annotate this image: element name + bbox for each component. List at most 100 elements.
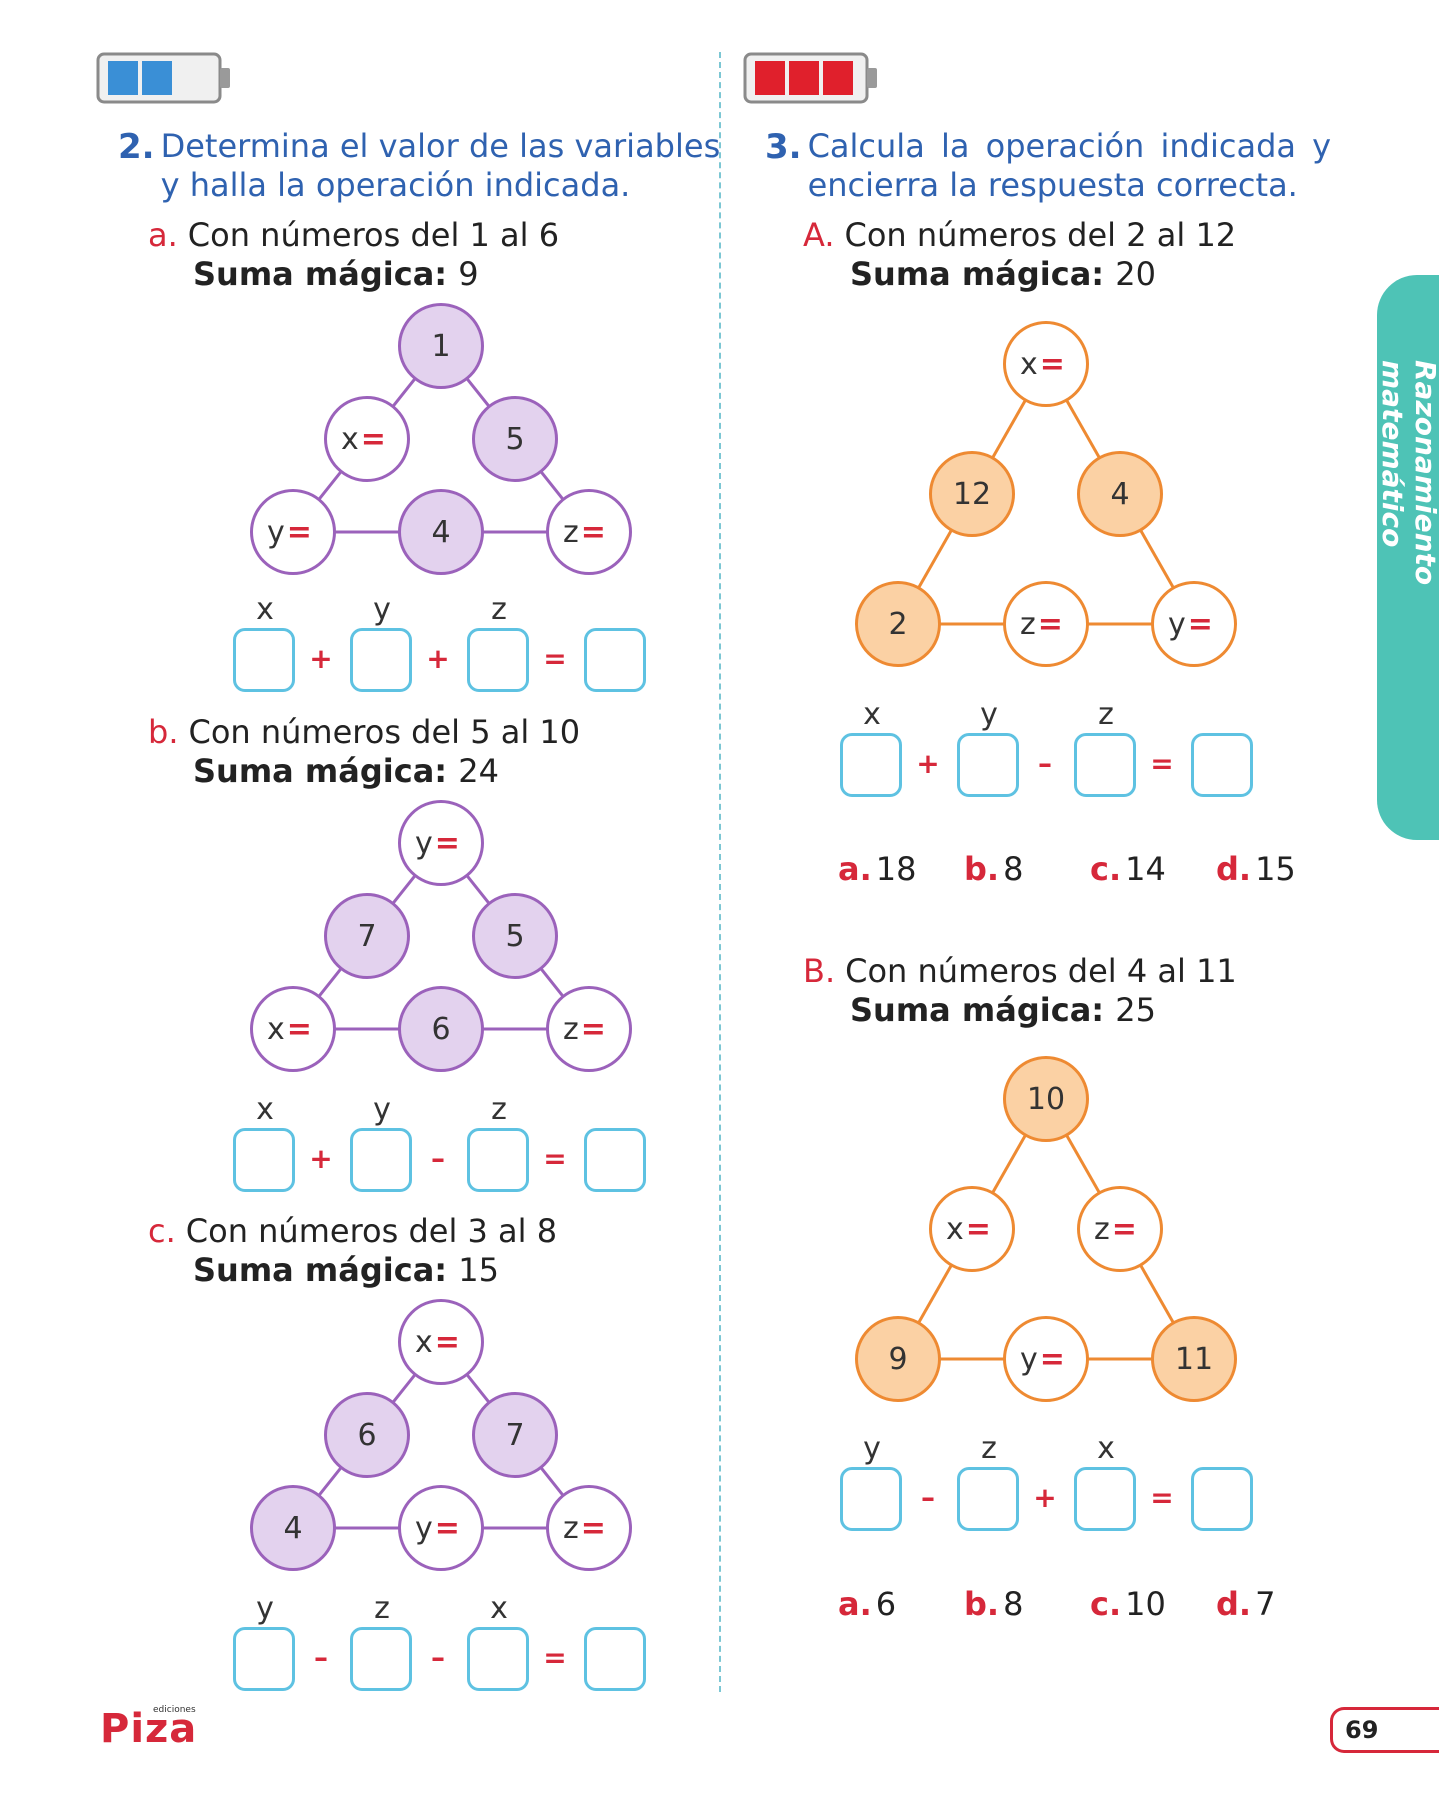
question-text: Calcula la operación indicada y bbox=[807, 127, 1332, 165]
answer-box[interactable] bbox=[233, 628, 295, 692]
triangle-node-right-mid: 4 bbox=[1077, 451, 1163, 537]
triangle-node-right-mid: 7 bbox=[472, 1392, 558, 1478]
triangle-node-bottom-right: 11 bbox=[1151, 1316, 1237, 1402]
triangle-node-bottom-mid[interactable]: y= bbox=[1003, 1316, 1089, 1402]
exercise-letter: A. bbox=[803, 216, 835, 254]
triangle-node-bottom-mid: 6 bbox=[398, 986, 484, 1072]
answer-box[interactable] bbox=[233, 1128, 295, 1192]
answer-option[interactable]: c.14 bbox=[1090, 850, 1166, 888]
answer-box[interactable] bbox=[467, 1128, 529, 1192]
triangle-node-bottom-left: 9 bbox=[855, 1316, 941, 1402]
exercise-letter: a. bbox=[148, 216, 178, 254]
question-number: 3. bbox=[765, 127, 802, 167]
magic-sum-value: 9 bbox=[458, 255, 479, 293]
answer-box[interactable] bbox=[840, 1467, 902, 1531]
answer-box[interactable] bbox=[233, 1627, 295, 1691]
triangle-node-bottom-left: 4 bbox=[250, 1485, 336, 1571]
answer-box[interactable] bbox=[1074, 733, 1136, 797]
side-tab-label: Razonamiento matemático bbox=[1376, 360, 1439, 586]
triangle-node-left-mid[interactable]: x= bbox=[324, 396, 410, 482]
operator-sign: – bbox=[1038, 747, 1052, 780]
number-range: Con números del 2 al 12 bbox=[844, 216, 1237, 254]
exercise-letter: c. bbox=[148, 1212, 176, 1250]
publisher-logo: Piza bbox=[100, 1706, 198, 1752]
answer-option[interactable]: d.7 bbox=[1216, 1585, 1276, 1623]
battery-level-2-icon bbox=[96, 52, 230, 104]
number-range: Con números del 3 al 8 bbox=[185, 1212, 558, 1250]
magic-sum-label: Suma mágica: bbox=[850, 991, 1116, 1029]
question-number: 2. bbox=[118, 127, 155, 167]
variable-label: z bbox=[374, 1591, 390, 1626]
answer-box[interactable] bbox=[957, 1467, 1019, 1531]
exercise-letter: B. bbox=[803, 952, 836, 990]
triangle-node-bottom-right[interactable]: y= bbox=[1151, 581, 1237, 667]
answer-box[interactable] bbox=[350, 628, 412, 692]
answer-box[interactable] bbox=[957, 733, 1019, 797]
variable-label: z bbox=[491, 1092, 507, 1127]
answer-box[interactable] bbox=[350, 1627, 412, 1691]
variable-label: y bbox=[373, 1092, 391, 1127]
answer-option[interactable]: a.6 bbox=[838, 1585, 897, 1623]
magic-sum-label: Suma mágica: bbox=[193, 1251, 459, 1289]
number-range: Con números del 4 al 11 bbox=[845, 952, 1237, 990]
magic-sum-value: 25 bbox=[1115, 991, 1156, 1029]
result-box[interactable] bbox=[1191, 733, 1253, 797]
answer-option[interactable]: d.15 bbox=[1216, 850, 1296, 888]
result-box[interactable] bbox=[1191, 1467, 1253, 1531]
triangle-node-bottom-mid: 4 bbox=[398, 489, 484, 575]
operator-sign: = bbox=[1150, 1481, 1174, 1514]
triangle-node-bottom-left[interactable]: x= bbox=[250, 986, 336, 1072]
triangle-node-bottom-left[interactable]: y= bbox=[250, 489, 336, 575]
magic-sum-label: Suma mágica: bbox=[193, 255, 459, 293]
question-text: y halla la operación indicada. bbox=[160, 166, 631, 204]
operator-sign: = bbox=[1150, 747, 1174, 780]
result-box[interactable] bbox=[584, 628, 646, 692]
triangle-node-left-mid: 12 bbox=[929, 451, 1015, 537]
answer-option[interactable]: b.8 bbox=[964, 1585, 1024, 1623]
answer-box[interactable] bbox=[467, 1627, 529, 1691]
triangle-node-bottom-right[interactable]: z= bbox=[546, 1485, 632, 1571]
triangle-node-top: 1 bbox=[398, 303, 484, 389]
answer-options: a.18 b.8 c.14 d.15 bbox=[838, 850, 1342, 888]
triangle-node-top: 10 bbox=[1003, 1056, 1089, 1142]
triangle-node-bottom-right[interactable]: z= bbox=[546, 489, 632, 575]
triangle-node-top[interactable]: x= bbox=[1003, 321, 1089, 407]
triangle-node-left-mid[interactable]: x= bbox=[929, 1186, 1015, 1272]
answer-options: a.6 b.8 c.10 d.7 bbox=[838, 1585, 1342, 1623]
publisher-logo-sub: ediciones bbox=[153, 1705, 196, 1715]
answer-option[interactable]: c.10 bbox=[1090, 1585, 1166, 1623]
triangle-node-bottom-right[interactable]: z= bbox=[546, 986, 632, 1072]
exercise-letter: b. bbox=[148, 713, 179, 751]
triangle-node-bottom-mid[interactable]: z= bbox=[1003, 581, 1089, 667]
answer-box[interactable] bbox=[1074, 1467, 1136, 1531]
answer-box[interactable] bbox=[840, 733, 902, 797]
triangle-node-bottom-mid[interactable]: y= bbox=[398, 1485, 484, 1571]
variable-label: x bbox=[490, 1591, 508, 1626]
magic-sum-label: Suma mágica: bbox=[850, 255, 1116, 293]
variable-label: y bbox=[863, 1431, 881, 1466]
result-box[interactable] bbox=[584, 1627, 646, 1691]
question-text: encierra la respuesta correcta. bbox=[807, 166, 1298, 204]
variable-label: x bbox=[1097, 1431, 1115, 1466]
operator-sign: + bbox=[916, 747, 940, 780]
variable-label: x bbox=[256, 592, 274, 627]
page-number: 69 bbox=[1330, 1707, 1439, 1753]
operator-sign: – bbox=[314, 1641, 328, 1674]
variable-label: y bbox=[256, 1591, 274, 1626]
variable-label: z bbox=[1098, 697, 1114, 732]
operator-sign: + bbox=[1033, 1481, 1057, 1514]
operator-sign: + bbox=[309, 1142, 333, 1175]
triangle-node-right-mid[interactable]: z= bbox=[1077, 1186, 1163, 1272]
answer-box[interactable] bbox=[467, 628, 529, 692]
triangle-node-top[interactable]: y= bbox=[398, 800, 484, 886]
result-box[interactable] bbox=[584, 1128, 646, 1192]
answer-option[interactable]: b.8 bbox=[964, 850, 1024, 888]
operator-sign: – bbox=[431, 1142, 445, 1175]
operator-sign: – bbox=[431, 1641, 445, 1674]
question-2-header: 2. Determina el valor de las variables y… bbox=[118, 127, 720, 205]
answer-box[interactable] bbox=[350, 1128, 412, 1192]
triangle-node-top[interactable]: x= bbox=[398, 1299, 484, 1385]
answer-option[interactable]: a.18 bbox=[838, 850, 917, 888]
